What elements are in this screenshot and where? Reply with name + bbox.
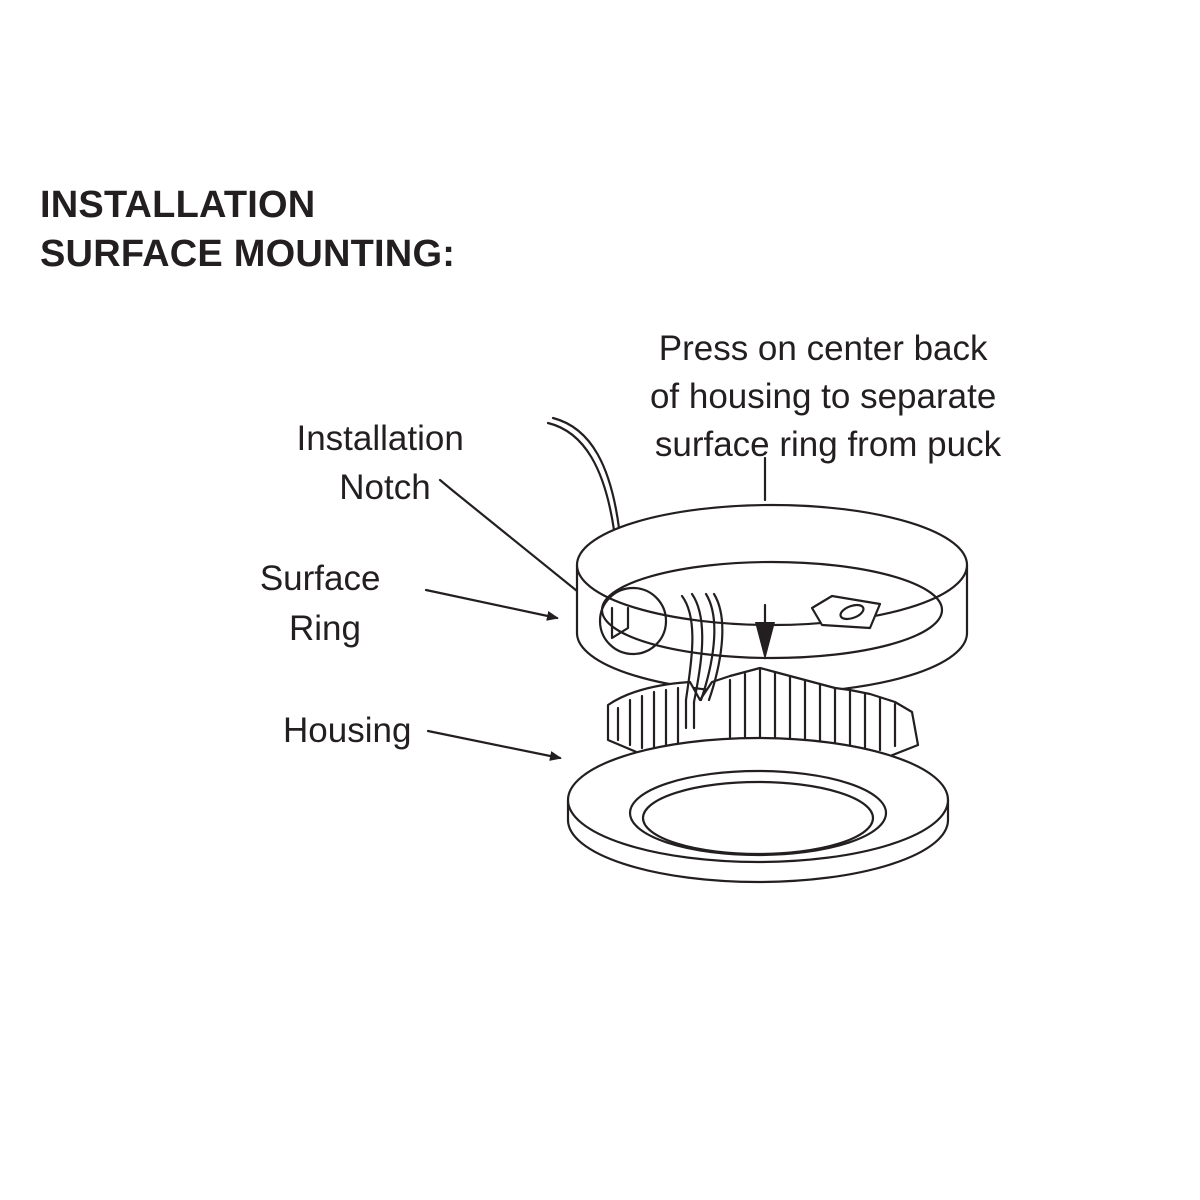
power-wire-upper xyxy=(546,421,616,532)
heading-line-2: SURFACE MOUNTING: xyxy=(40,233,456,275)
callout-press-line-2: of housing to separate xyxy=(650,377,996,416)
heading-line-1: INSTALLATION xyxy=(40,184,316,226)
callout-press-line-3: surface ring from puck xyxy=(655,425,1002,464)
notch-highlight-circle xyxy=(598,586,668,656)
press-arrow-head xyxy=(755,622,775,660)
power-wire-lower xyxy=(680,594,694,702)
surface-ring xyxy=(575,503,969,695)
callout-housing-text: Housing xyxy=(283,711,411,750)
callout-notch-line-1: Installation xyxy=(296,419,463,458)
callout-press-text: Press on center back of housing to separ… xyxy=(650,329,1006,464)
callout-ring-line-1: Surface xyxy=(260,559,381,598)
power-wire-upper-2 xyxy=(551,416,621,530)
callout-notch-text: Installation Notch xyxy=(296,419,473,507)
callout-ring-line-2: Ring xyxy=(289,609,361,648)
housing xyxy=(566,592,950,884)
housing-leader-arrow xyxy=(426,729,562,761)
ring-leader-arrow xyxy=(424,588,559,621)
screw-tab xyxy=(810,594,882,630)
callout-notch-line-2: Notch xyxy=(339,468,430,507)
lens-inner xyxy=(641,780,875,856)
notch-leader-line xyxy=(438,478,605,614)
callout-ring-text: Surface Ring xyxy=(260,559,390,648)
installation-notch xyxy=(598,586,668,656)
callout-press-line-1: Press on center back xyxy=(659,329,988,368)
